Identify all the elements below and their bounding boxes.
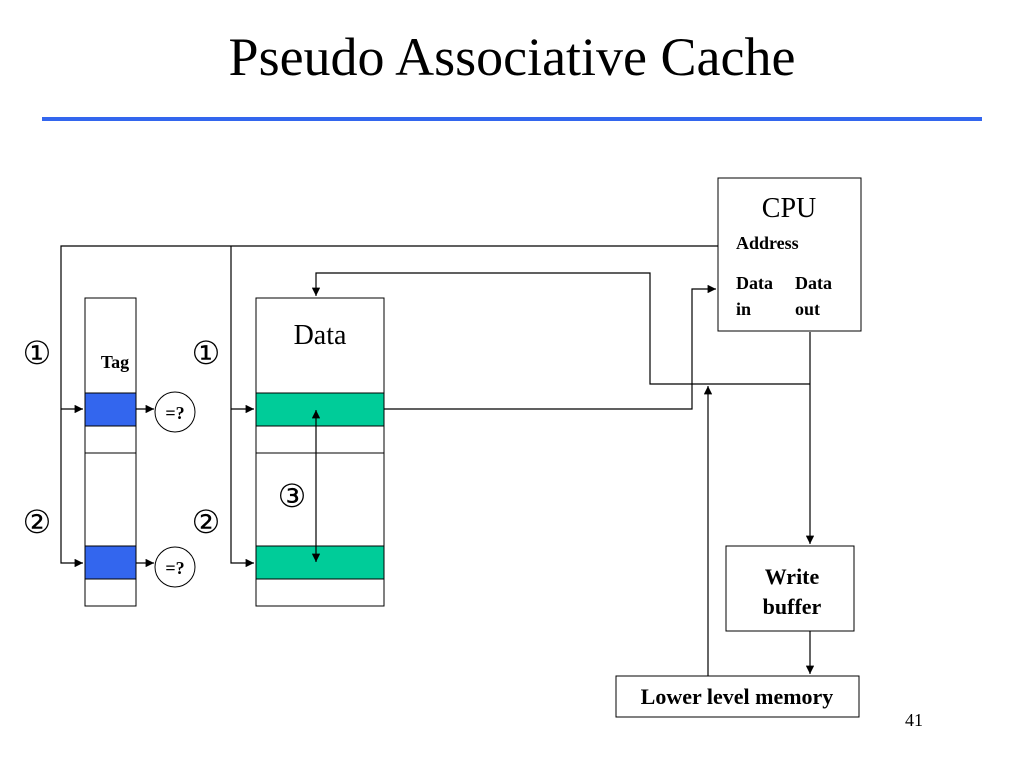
step-marker-1-tag: ① bbox=[23, 335, 52, 371]
slide-title: Pseudo Associative Cache bbox=[228, 27, 796, 87]
lower-memory-label: Lower level memory bbox=[641, 684, 834, 709]
cpu-data-in-label-1: Data bbox=[736, 273, 773, 293]
cpu-data-out-label-1: Data bbox=[795, 273, 832, 293]
compare-2: =? bbox=[154, 546, 196, 588]
data-entry-1 bbox=[255, 392, 385, 427]
data-in-path bbox=[384, 284, 716, 410]
tag-entry-1 bbox=[84, 392, 137, 427]
page-number: 41 bbox=[905, 710, 923, 730]
address-bus bbox=[60, 245, 718, 568]
lower-memory-box: Lower level memory bbox=[615, 675, 860, 718]
compare-label-1: =? bbox=[165, 403, 184, 423]
cpu-box: CPU Address Data in Data out bbox=[717, 177, 862, 332]
tag-label: Tag bbox=[101, 352, 129, 372]
data-out-to-cache bbox=[311, 272, 810, 385]
step-marker-2-data: ② bbox=[192, 504, 221, 540]
cpu-data-in-label-2: in bbox=[736, 299, 751, 319]
tag-entry-2 bbox=[84, 545, 137, 580]
write-buffer-box: Write buffer bbox=[725, 545, 855, 632]
cpu-address-label: Address bbox=[736, 233, 799, 253]
compare-1: =? bbox=[154, 391, 196, 433]
data-array: Data bbox=[255, 297, 385, 607]
data-array-label: Data bbox=[294, 320, 347, 351]
step-marker-3: ③ bbox=[278, 478, 307, 514]
data-entry-2 bbox=[255, 545, 385, 580]
write-buffer-label-2: buffer bbox=[763, 594, 822, 619]
cpu-label: CPU bbox=[762, 193, 816, 224]
step-marker-1-data: ① bbox=[192, 335, 221, 371]
write-buffer-label-1: Write bbox=[765, 564, 820, 589]
compare-label-2: =? bbox=[165, 558, 184, 578]
title-rule bbox=[42, 117, 982, 121]
cpu-data-out-label-2: out bbox=[795, 299, 820, 319]
tag-array: Tag bbox=[84, 297, 137, 607]
step-marker-2-tag: ② bbox=[23, 504, 52, 540]
